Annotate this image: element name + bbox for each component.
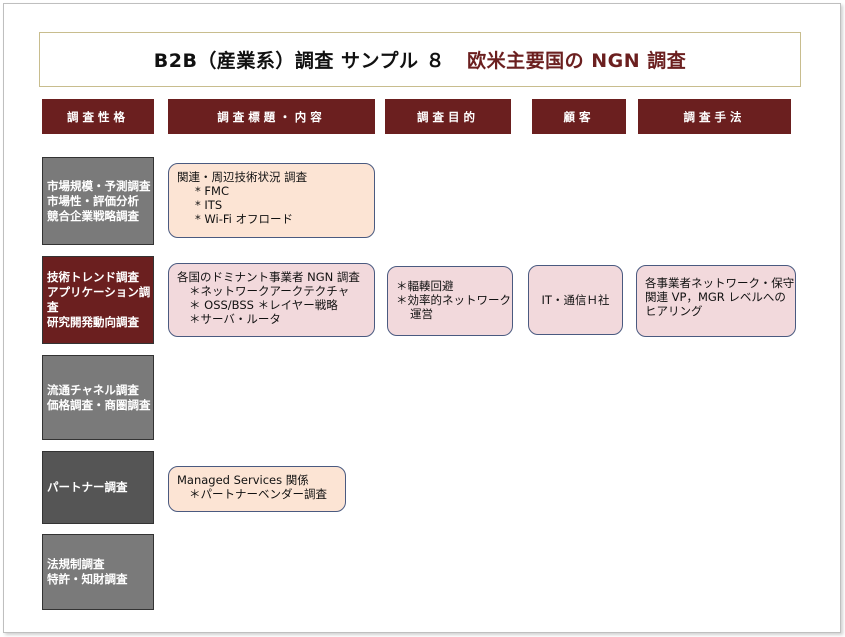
category-market-research: 市場規模・予測調査 市場性・評価分析 競合企業戦略調査 xyxy=(42,157,154,245)
category-partner-research: パートナー調査 xyxy=(42,451,154,524)
box-line: 関連・周辺技術状況 調査 xyxy=(177,170,308,184)
box-line: * Wi-Fi オフロード xyxy=(195,212,293,226)
box-line: ＊ OSS/BSS ＊レイヤー戦略 xyxy=(189,298,338,312)
partner-content-box: Managed Services 関係 ＊パートナーベンダー調査 xyxy=(168,466,346,512)
category-line: 法規制調査 xyxy=(47,557,105,571)
tech-purpose-box: ＊輻輳回避 ＊効率的ネットワーク 運営 xyxy=(387,266,513,336)
box-line: 運営 xyxy=(410,307,433,321)
category-line: 技術トレンド調査 xyxy=(47,270,139,284)
box-line: ＊サーバ・ルータ xyxy=(189,312,281,326)
category-line: 価格調査・商圏調査 xyxy=(47,397,151,412)
category-line: 研究開発動向調査 xyxy=(47,315,139,329)
box-line: * FMC xyxy=(195,184,229,198)
box-line: Managed Services 関係 xyxy=(177,473,309,487)
box-line: ＊ネットワークアークテクチャ xyxy=(189,284,350,298)
header-nature: 調査性格 xyxy=(42,99,154,134)
title-main: B2B（産業系）調査 サンプル ８ xyxy=(153,50,446,72)
header-customer: 顧客 xyxy=(532,99,626,134)
box-line: 各国のドミナント事業者 NGN 調査 xyxy=(177,270,360,284)
box-line: IT・通信Ｈ社 xyxy=(541,293,610,307)
category-line: パートナー調査 xyxy=(47,480,128,494)
box-line: ＊パートナーベンダー調査 xyxy=(189,487,327,501)
category-line: 特許・知財調査 xyxy=(47,572,128,586)
header-content: 調査標題・内容 xyxy=(168,99,375,134)
box-line: 関連 VP，MGR レベルへの xyxy=(645,290,786,304)
category-line: 流通チャネル調査 xyxy=(47,382,139,397)
header-purpose: 調査目的 xyxy=(385,99,511,134)
category-line: 市場性・評価分析 xyxy=(47,193,139,208)
box-line: ＊輻輳回避 xyxy=(396,279,454,293)
category-line: 競合企業戦略調査 xyxy=(47,208,139,223)
category-regulation-research: 法規制調査 特許・知財調査 xyxy=(42,534,154,610)
title-sub: 欧米主要国の NGN 調査 xyxy=(467,50,687,72)
box-line: ＊効率的ネットワーク xyxy=(396,293,511,307)
category-technology-research: 技術トレンド調査 アプリケーション調査 研究開発動向調査 xyxy=(42,256,154,344)
header-method: 調査手法 xyxy=(638,99,791,134)
box-line: ヒアリング xyxy=(645,304,703,318)
slide-title: B2B（産業系）調査 サンプル ８ 欧米主要国の NGN 調査 xyxy=(39,32,801,87)
category-line: アプリケーション調査 xyxy=(47,285,151,314)
box-line: 各事業者ネットワーク・保守 xyxy=(645,276,795,290)
market-content-box: 関連・周辺技術状況 調査 * FMC * ITS * Wi-Fi オフロード xyxy=(168,163,375,238)
tech-customer-box: IT・通信Ｈ社 xyxy=(528,265,623,335)
tech-method-box: 各事業者ネットワーク・保守 関連 VP，MGR レベルへの ヒアリング xyxy=(636,265,796,337)
box-line: * ITS xyxy=(195,198,223,212)
category-channel-research: 流通チャネル調査 価格調査・商圏調査 xyxy=(42,355,154,440)
category-line: 市場規模・予測調査 xyxy=(47,178,151,193)
tech-content-box: 各国のドミナント事業者 NGN 調査 ＊ネットワークアークテクチャ ＊ OSS/… xyxy=(168,263,375,337)
